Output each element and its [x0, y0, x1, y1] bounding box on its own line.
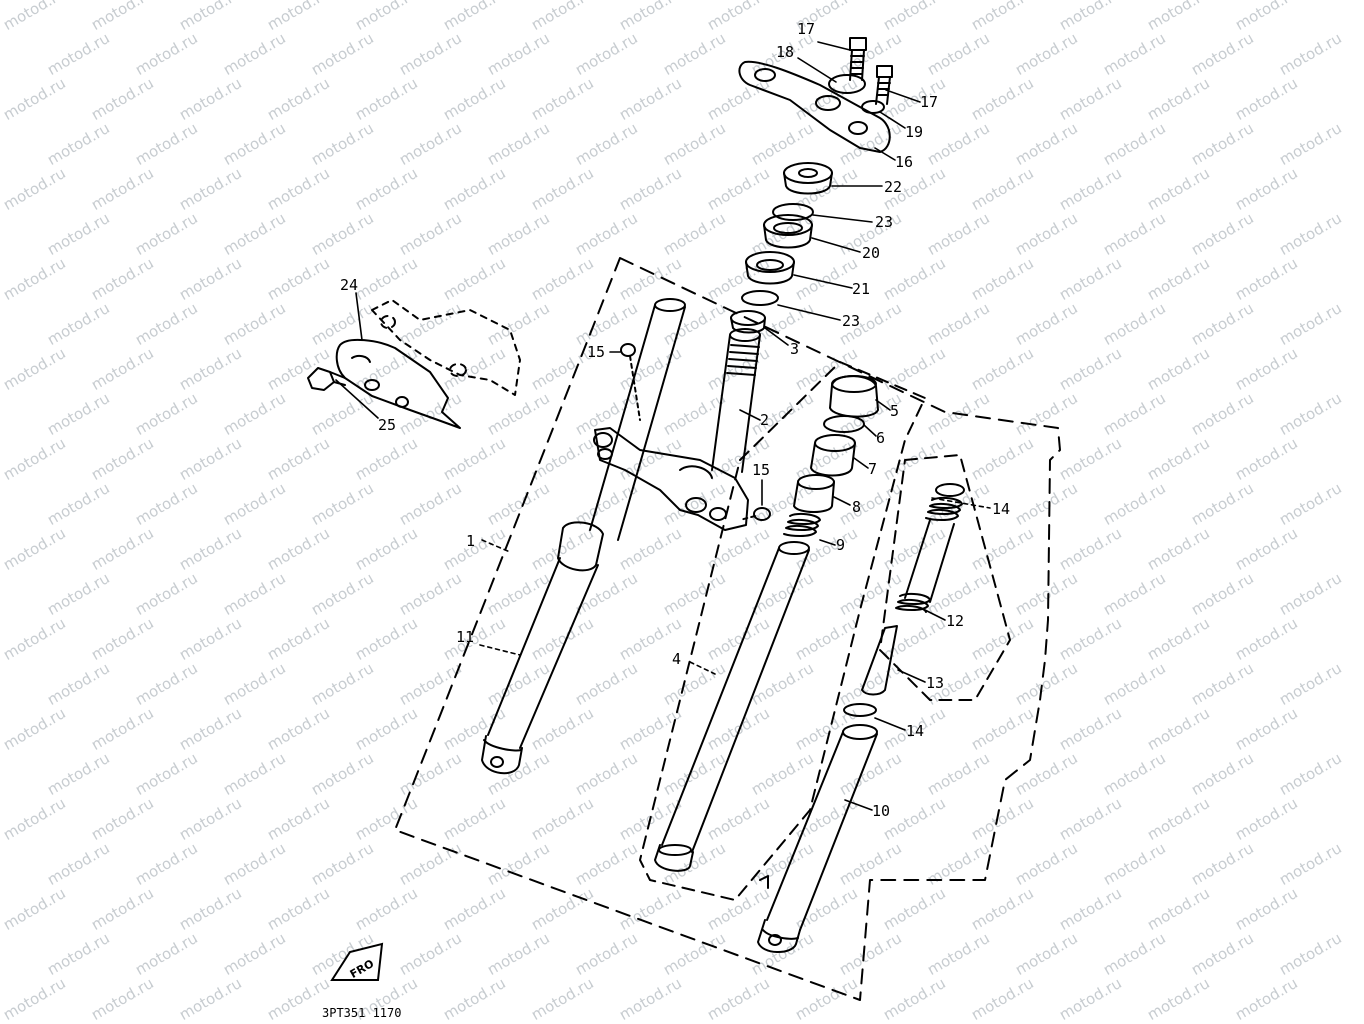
fork-cap-5: [829, 375, 879, 418]
callout-15-a: 15: [587, 343, 606, 361]
callout-21: 21: [852, 280, 871, 298]
callout-12: 12: [946, 612, 965, 630]
assembly-outline-1: [394, 257, 1061, 1001]
callout-7: 7: [868, 460, 878, 478]
callout-8: 8: [852, 498, 862, 516]
front-direction-marker: FRO: [330, 942, 384, 981]
fork-leg-11: [481, 298, 686, 775]
snap-ring-14-a: [935, 483, 965, 497]
leader-lines: [335, 41, 991, 811]
outer-tube-10: [757, 724, 878, 953]
collar-7: [810, 434, 856, 477]
callout-18: 18: [776, 43, 795, 61]
cover-24: [335, 338, 461, 429]
bearing-cap-22: [783, 162, 833, 195]
bearing-race-20: [763, 214, 813, 249]
washer-18: [828, 74, 866, 94]
assembly-outline-4: [639, 361, 926, 901]
callout-2: 2: [760, 411, 770, 429]
steering-stem-2: [593, 328, 761, 531]
callout-6: 6: [876, 429, 886, 447]
assembly-outline-12: [879, 454, 1011, 701]
callout-14-b: 14: [906, 722, 925, 740]
callout-14-a: 14: [992, 500, 1011, 518]
bearing-race-21: [745, 251, 795, 285]
callout-13: 13: [926, 674, 945, 692]
bolt-17-a: [849, 37, 867, 81]
spring-12: [895, 496, 963, 613]
callout-22: 22: [884, 178, 903, 196]
bolt-15-b: [739, 507, 771, 521]
callout-20: 20: [862, 244, 881, 262]
bearing-ring-23-b: [741, 290, 779, 306]
callout-1: 1: [466, 532, 476, 550]
callout-3: 3: [790, 340, 800, 358]
callout-4: 4: [672, 650, 682, 668]
callout-24: 24: [340, 276, 359, 294]
callout-19: 19: [905, 123, 924, 141]
bearing-cone-3: [730, 310, 766, 334]
callout-17-b: 17: [920, 93, 939, 111]
spacer-8: [793, 474, 835, 513]
bolt-15-a: [620, 343, 641, 421]
drawing-code: 3PT351 1170: [322, 1006, 402, 1020]
callout-17-a: 17: [797, 20, 816, 38]
callout-23-b: 23: [842, 312, 861, 330]
callout-15-b: 15: [752, 461, 771, 479]
top-bridge-16: [738, 60, 891, 153]
dashed-bracket-ghost: [371, 299, 521, 396]
bearing-ring-23-a: [772, 203, 814, 221]
bolt-17-b: [875, 65, 893, 105]
o-ring-6: [823, 415, 865, 433]
callout-9: 9: [836, 536, 846, 554]
callout-23-a: 23: [875, 213, 894, 231]
washer-19: [861, 100, 885, 114]
callout-5: 5: [890, 402, 900, 420]
taper-13: [861, 625, 898, 696]
callout-11: 11: [456, 628, 475, 646]
spring-9: [783, 512, 821, 537]
callout-16: 16: [895, 153, 914, 171]
callout-10: 10: [872, 802, 891, 820]
inner-tube-4: [654, 541, 810, 872]
snap-ring-14-b: [843, 703, 877, 717]
callout-25: 25: [378, 416, 397, 434]
